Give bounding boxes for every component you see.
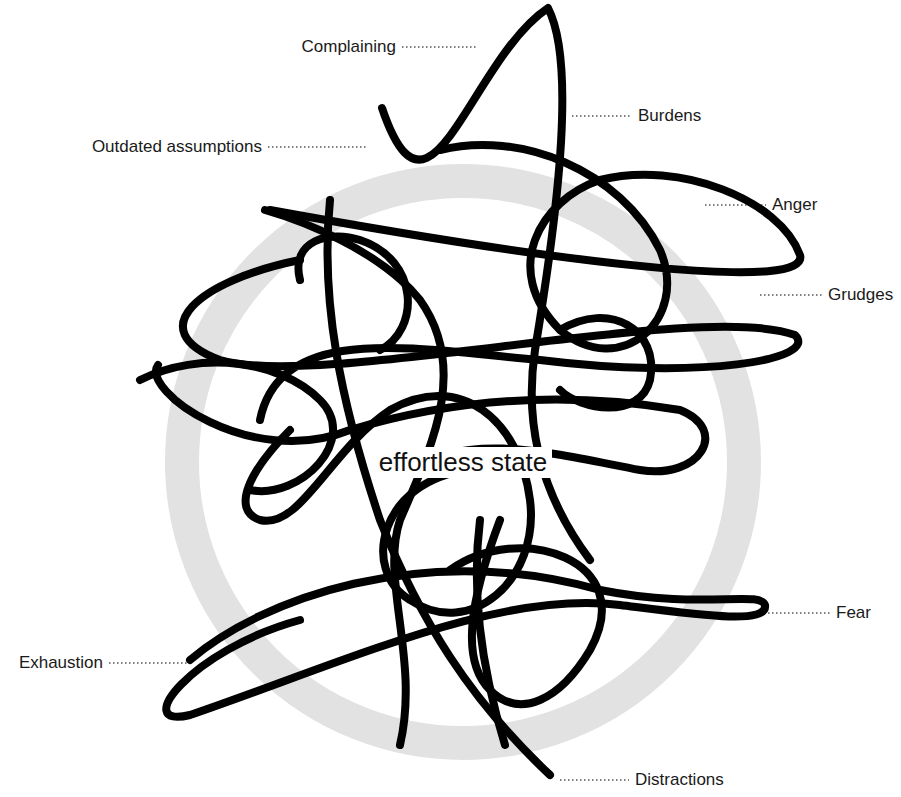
callout-label: Anger: [772, 195, 817, 215]
callout-label: Outdated assumptions: [92, 137, 262, 157]
callout-label: Fear: [836, 603, 871, 623]
callout-label: Grudges: [828, 285, 893, 305]
center-text: effortless state: [374, 447, 553, 478]
callout-label: Burdens: [638, 106, 701, 126]
callout-label: Exhaustion: [19, 653, 103, 673]
callout-label: Complaining: [302, 37, 397, 57]
callout-label: Distractions: [635, 770, 724, 790]
